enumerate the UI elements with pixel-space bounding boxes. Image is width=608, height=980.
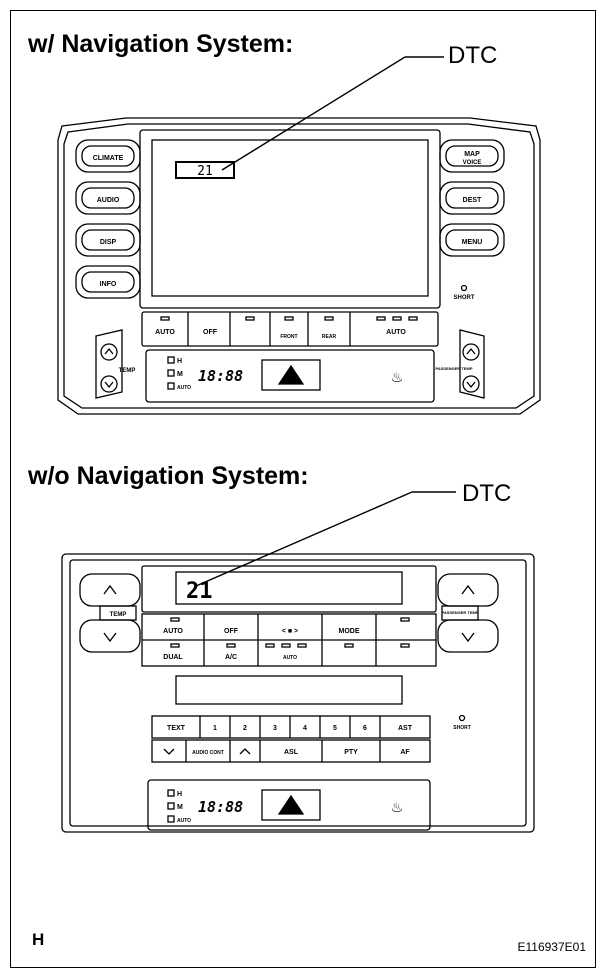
non-nav-preset-1[interactable]: 1 (213, 725, 217, 732)
dtc-callout-non-nav: DTC (462, 480, 512, 507)
nav-mode-auto: AUTO (177, 385, 191, 391)
footer-figure-id: E116937E01 (517, 940, 586, 954)
nav-left-button-2[interactable]: AUDIO (97, 197, 120, 204)
nav-seat-heater-icon[interactable]: ♨ (391, 369, 404, 385)
non-nav-shortcut-label: SHORT (453, 725, 471, 731)
non-nav-climate-auto-2[interactable]: AUTO (283, 655, 297, 661)
non-nav-dtc-code: 21 (186, 579, 213, 604)
non-nav-climate-mode[interactable]: MODE (339, 628, 360, 635)
non-nav-clock: 18:88 (198, 798, 243, 816)
nav-mode-m: M (177, 371, 183, 378)
non-nav-climate-off[interactable]: OFF (224, 628, 239, 635)
non-nav-preset-2[interactable]: 2 (243, 725, 247, 732)
non-nav-mode-h: H (177, 791, 182, 798)
nav-climate-off[interactable]: OFF (203, 329, 218, 336)
nav-clock: 18:88 (198, 367, 243, 385)
nav-left-button-1[interactable]: CLIMATE (93, 155, 124, 162)
non-nav-audio-pty[interactable]: PTY (344, 749, 358, 756)
nav-right-button-1[interactable]: MAP (464, 151, 480, 158)
nav-climate-auto[interactable]: AUTO (155, 329, 175, 336)
heading-with-navigation: w/ Navigation System: (28, 30, 294, 58)
non-nav-mode-m: M (177, 804, 183, 811)
non-nav-climate-ac[interactable]: A/C (225, 654, 237, 661)
nav-climate-front[interactable]: FRONT (280, 334, 297, 340)
nav-right-button-1b[interactable]: VOICE (463, 160, 482, 166)
nav-dtc-code: 21 (197, 164, 213, 179)
heading-without-navigation: w/o Navigation System: (28, 462, 309, 490)
navigation-panel (57, 56, 541, 415)
nav-left-button-4[interactable]: INFO (100, 281, 117, 288)
non-nav-audio-af[interactable]: AF (400, 749, 410, 756)
non-nav-temp-label: TEMP (110, 612, 127, 618)
footer-section-letter: H (32, 930, 45, 949)
nav-shortcut-label: SHORT (454, 295, 475, 301)
non-nav-climate-auto[interactable]: AUTO (163, 628, 183, 635)
non-nav-passenger-temp-label: PASSENGER TEMP (441, 610, 478, 615)
non-nav-audio-asl[interactable]: ASL (284, 749, 299, 756)
nav-left-button-3[interactable]: DISP (100, 239, 117, 246)
non-nav-seat-heater-icon[interactable]: ♨ (391, 799, 404, 815)
non-navigation-panel (61, 491, 535, 833)
non-nav-preset-3[interactable]: 3 (273, 725, 277, 732)
nav-right-button-2[interactable]: DEST (463, 197, 482, 204)
nav-right-button-3[interactable]: MENU (462, 239, 483, 246)
non-nav-climate-dual[interactable]: DUAL (163, 654, 183, 661)
dtc-callout-nav: DTC (448, 42, 498, 69)
non-nav-audio-text[interactable]: TEXT (167, 725, 186, 732)
nav-climate-rear[interactable]: REAR (322, 334, 337, 340)
non-nav-preset-4[interactable]: 4 (303, 725, 307, 732)
nav-passenger-temp-label: PASSENGER TEMP (435, 366, 472, 371)
non-nav-audio-ast[interactable]: AST (398, 725, 413, 732)
non-nav-audio-cont[interactable]: AUDIO CONT (192, 750, 224, 756)
nav-climate-auto-2[interactable]: AUTO (386, 329, 406, 336)
non-nav-fan-control[interactable]: < ■ > (282, 628, 298, 635)
non-nav-mode-auto: AUTO (177, 818, 191, 824)
nav-temp-label: TEMP (119, 368, 136, 374)
non-nav-preset-5[interactable]: 5 (333, 725, 337, 732)
non-nav-preset-6[interactable]: 6 (363, 725, 367, 732)
nav-mode-h: H (177, 358, 182, 365)
